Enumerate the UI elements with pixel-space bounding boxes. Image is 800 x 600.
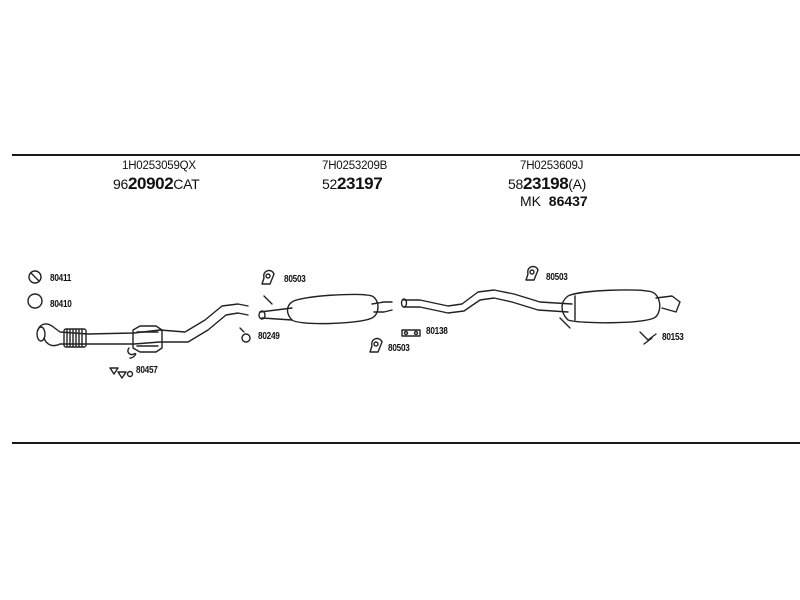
part-label-80411: 80411 [50,273,72,284]
mount-kit-main: 86437 [548,193,588,209]
bottom-divider [12,442,800,444]
top-divider [12,154,800,156]
gasket-ring-icon-80410 [27,293,43,309]
part-number-2: 5223197 [322,174,383,194]
part-label-80249: 80249 [258,331,280,342]
ring-clamp-icon-80411 [28,270,42,284]
part-number-1-suffix: CAT [173,176,200,192]
intermediate-pipe [400,289,573,314]
part-number-3: 5823198(A) [508,174,586,194]
part-label-80138: 80138 [426,326,448,337]
part-label-80503-c: 80503 [546,272,568,283]
part-number-3-main: 23198 [522,174,569,193]
clamp-icon-80138 [401,329,421,337]
part-number-1-prefix: 96 [113,176,128,192]
part-label-80503-b: 80503 [388,343,410,354]
front-pipe-catalytic-converter [36,303,249,359]
rear-silencer [559,289,681,329]
oem-number-2: 7H0253209B [322,160,388,172]
part-number-2-prefix: 52 [322,176,337,192]
part-number-1: 9620902CAT [113,174,200,194]
hanger-clamp-icon-80503b [369,337,383,353]
oem-number-3: 7H0253609J [520,160,584,172]
middle-silencer [258,293,393,325]
mount-kit-prefix: MK [520,193,541,209]
part-number-3-prefix: 58 [508,176,523,192]
ring-icon-80249 [239,327,251,343]
part-number-3-suffix: (A) [568,176,587,192]
mount-kit-number: MK 86437 [520,193,588,209]
part-number-2-main: 23197 [336,174,383,193]
bracket-icon-80153 [639,331,657,345]
oem-number-1: 1H0253059QX [122,160,196,172]
bolt-nuts-icon-80457 [109,367,134,379]
part-label-80410: 80410 [50,299,72,310]
part-label-80503-a: 80503 [284,274,306,285]
part-label-80153: 80153 [662,332,684,343]
part-number-1-main: 20902 [127,174,174,193]
hanger-clamp-icon-80503a [261,269,275,285]
hanger-clamp-icon-80503c [525,265,539,281]
part-label-80457: 80457 [136,365,158,376]
